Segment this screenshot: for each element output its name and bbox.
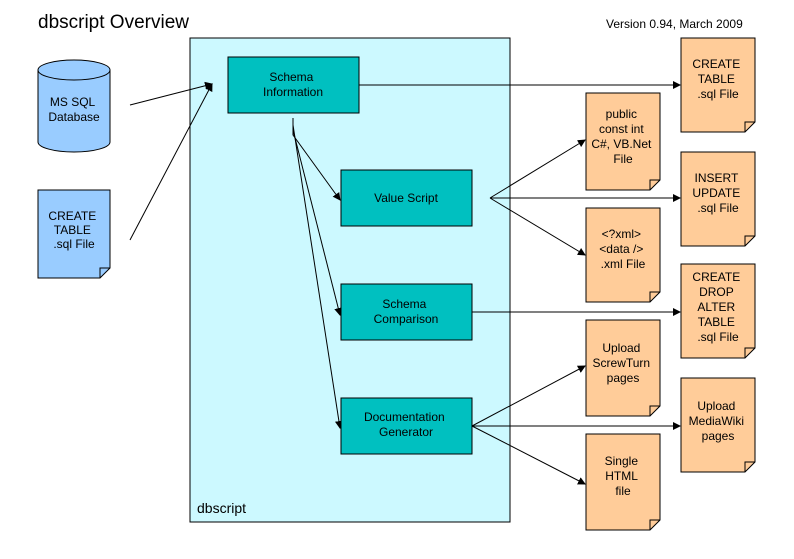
edge-schema-to-value-script <box>292 118 341 201</box>
schema-comparison-label: Schema Comparison <box>374 297 439 326</box>
const-file-label: public const int C#, VB.Net File <box>591 107 654 166</box>
xml-file-label: <?xml> <data /> .xml File <box>599 227 646 271</box>
value-script-node: Value Script <box>340 169 473 227</box>
const-file-node: public const int C#, VB.Net File <box>585 92 661 191</box>
value-script-label: Value Script <box>374 191 438 205</box>
screwturn-node: Upload ScrewTurn pages <box>585 319 661 417</box>
single-html-node: Single HTML file <box>585 433 661 531</box>
source-sql-file-label: CREATE TABLE .sql File <box>48 209 99 251</box>
version-text: Version 0.94, March 2009 <box>606 17 743 31</box>
create-table-sql-label: CREATE TABLE .sql File <box>692 57 743 101</box>
insert-update-sql-node: INSERT UPDATE .sql File <box>680 151 756 247</box>
ms-sql-database-node: MS SQL Database <box>37 59 111 153</box>
container-label: dbscript <box>197 500 246 516</box>
insert-update-sql-label: INSERT UPDATE .sql File <box>692 171 743 215</box>
edge-schema-to-docgen <box>292 124 343 429</box>
edge-schema-to-comparison <box>292 129 343 316</box>
edges <box>129 81 681 485</box>
create-drop-alter-sql-node: CREATE DROP ALTER TABLE .sql File <box>680 263 756 359</box>
edge-sqlfile-to-schema <box>129 83 213 241</box>
source-sql-file-node: CREATE TABLE .sql File <box>37 189 111 279</box>
mediawiki-label: Upload MediaWiki pages <box>689 399 748 443</box>
xml-file-node: <?xml> <data /> .xml File <box>585 207 661 303</box>
database-label: MS SQL Database <box>48 95 100 124</box>
screwturn-label: Upload ScrewTurn pages <box>593 341 654 385</box>
edge-docgen-to-html <box>471 425 586 485</box>
edge-value-to-const <box>489 139 586 199</box>
mediawiki-node: Upload MediaWiki pages <box>680 377 756 473</box>
documentation-generator-node: Documentation Generator <box>340 397 473 455</box>
edge-docgen-to-screwturn <box>471 365 586 427</box>
single-html-label: Single HTML file <box>605 454 642 498</box>
schema-information-node: Schema Information <box>227 56 360 114</box>
documentation-generator-label: Documentation Generator <box>364 410 448 439</box>
edge-value-to-xml <box>489 197 586 256</box>
create-drop-alter-sql-label: CREATE DROP ALTER TABLE .sql File <box>692 270 743 344</box>
edge-database-to-schema <box>129 81 213 106</box>
create-table-sql-node: CREATE TABLE .sql File <box>680 37 756 133</box>
schema-information-label: Schema Information <box>263 70 323 99</box>
schema-comparison-node: Schema Comparison <box>340 283 473 341</box>
diagram-title: dbscript Overview <box>38 12 189 33</box>
